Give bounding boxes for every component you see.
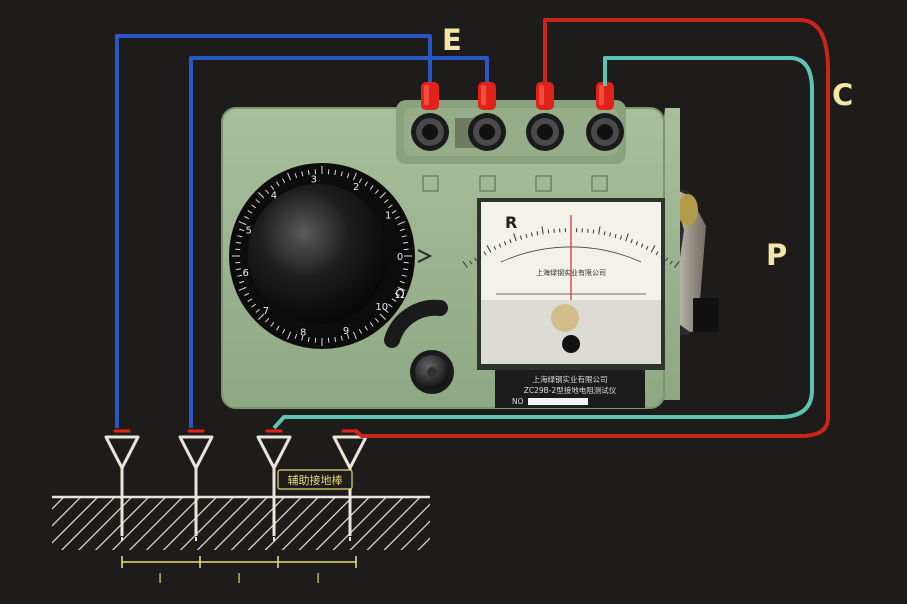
- terminal-cap[interactable]: [596, 82, 614, 110]
- terminal-cap[interactable]: [421, 82, 439, 110]
- dial-omega-symbol: Ω: [395, 287, 404, 301]
- spacing-label: l: [237, 572, 241, 587]
- label-p: P: [766, 238, 787, 272]
- nameplate-model: ZC29B-2型接地电阻测试仪: [524, 385, 617, 395]
- ground-stakes: [104, 429, 368, 541]
- range-selector[interactable]: [384, 299, 454, 394]
- nameplate-serial-prefix: NO: [512, 397, 524, 406]
- label-c: C: [832, 78, 853, 112]
- terminal-post[interactable]: [526, 82, 564, 151]
- ground-stake: [256, 429, 292, 541]
- dial-number: 4: [271, 191, 277, 202]
- nameplate: 上海绿钢实业有限公司 ZC29B-2型接地电阻测试仪 NO: [495, 370, 645, 408]
- ground: [52, 495, 430, 550]
- terminal-cap[interactable]: [478, 82, 496, 110]
- galvanometer: R 上海绿钢实业有限公司: [462, 198, 680, 370]
- ground-hatch: [52, 498, 430, 550]
- range-dial[interactable]: 0 1 2 3 4 5 6 7 8 9 10 Ω: [229, 163, 433, 349]
- terminal-post[interactable]: [586, 82, 624, 151]
- ground-stake: [178, 429, 214, 541]
- dial-number: 2: [353, 182, 359, 193]
- dial-knob[interactable]: [248, 184, 388, 324]
- meter-brand: R: [505, 213, 517, 232]
- dial-pointer-mark: [417, 249, 433, 263]
- spacing-label: l: [316, 572, 320, 587]
- wire-e-blue-inner: [189, 56, 489, 428]
- terminal-label-boxes: [422, 175, 608, 192]
- auxiliary-rod-text: 辅助接地棒: [288, 473, 343, 487]
- terminal-post[interactable]: [468, 82, 506, 151]
- spacing-label: l: [158, 572, 162, 587]
- meter-adjust-screw[interactable]: [562, 335, 580, 353]
- wire-c-red: [352, 18, 830, 438]
- dial-number: 7: [263, 306, 269, 317]
- wire-p-teal: [272, 56, 814, 430]
- dial-number: 10: [375, 302, 388, 313]
- wires: [115, 18, 830, 438]
- dial-number: 0: [397, 252, 403, 263]
- label-e: E: [442, 23, 462, 57]
- dial-number: 8: [300, 328, 306, 339]
- terminal-cap[interactable]: [536, 82, 554, 110]
- dial-number: 9: [343, 326, 349, 337]
- dial-number: 5: [246, 225, 252, 236]
- auxiliary-rod-label: 辅助接地棒: [277, 469, 353, 490]
- nameplate-manufacturer: 上海绿钢实业有限公司: [533, 374, 608, 384]
- ground-stake: [104, 429, 140, 541]
- dial-number: 3: [311, 174, 317, 185]
- spacing-marker: l l l: [121, 556, 357, 587]
- terminal-post[interactable]: [411, 82, 449, 151]
- dial-number: 1: [385, 211, 391, 222]
- terminal-block: [396, 100, 626, 164]
- dial-number: 6: [243, 268, 249, 279]
- terminals: [411, 82, 624, 151]
- dial-scale: 0 1 2 3 4 5 6 7 8 9 10: [232, 166, 412, 346]
